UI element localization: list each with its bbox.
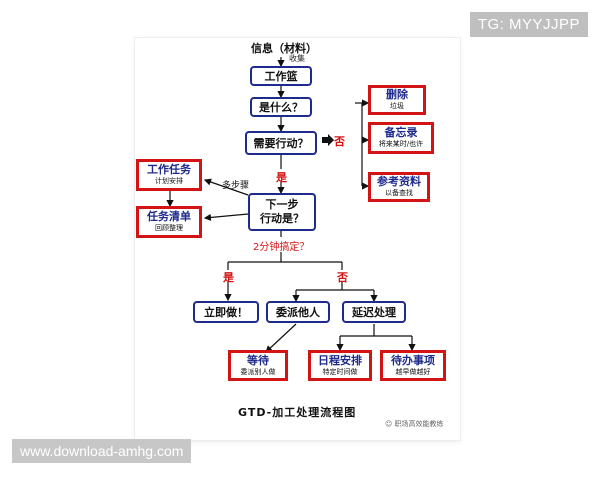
tg-badge: TG: MYYJJPP: [469, 12, 588, 37]
wechat-icon: ☺: [385, 420, 393, 428]
memo-title: 备忘录: [384, 126, 418, 139]
diagram-caption: GTD-加工处理流程图: [238, 406, 357, 419]
action-needed-box: 需要行动？: [245, 131, 317, 155]
no-label: 否: [334, 135, 345, 148]
inbox-box: 工作篮: [250, 66, 312, 86]
project-box: 工作任务 计划安排: [136, 159, 202, 191]
delete-box: 删除 垃圾: [368, 85, 426, 115]
no-arrow-icon: [322, 134, 334, 146]
watermark-text: 职场高效能教练: [394, 420, 444, 428]
waiting-box: 等待 委派别人做: [228, 350, 288, 381]
do-now-label: 立即做！: [204, 306, 248, 319]
do-now-box: 立即做！: [193, 301, 259, 323]
delegate-box: 委派他人: [266, 301, 330, 323]
yes-label: 是: [276, 171, 287, 184]
next-step-line1: 下一步: [265, 198, 299, 211]
inbox-label: 工作篮: [264, 70, 298, 83]
what-box: 是什么？: [250, 97, 312, 117]
next-step-box: 下一步 行动是？: [248, 193, 316, 231]
project-title: 工作任务: [147, 163, 191, 176]
action-needed-label: 需要行动？: [253, 137, 309, 150]
delete-sub: 垃圾: [390, 102, 404, 110]
memo-box: 备忘录 将来某时/也许: [368, 122, 434, 154]
todo-sub: 越早做越好: [395, 367, 431, 376]
reference-title: 参考资料: [377, 175, 421, 188]
todo-title: 待办事项: [391, 353, 435, 367]
defer-box: 延迟处理: [342, 301, 406, 323]
next-step-line2: 行动是？: [260, 212, 304, 225]
multi-step-label: 多步骤: [222, 181, 250, 191]
calendar-sub: 特定时间做: [322, 367, 358, 376]
start-label: 信息（材料）: [251, 42, 317, 55]
reference-sub: 以备查找: [385, 189, 413, 197]
watermark-logo: ☺ 职场高效能教练: [385, 419, 444, 429]
two-min-label: 2分钟搞定？: [253, 242, 310, 253]
task-list-title: 任务清单: [147, 210, 191, 223]
delete-title: 删除: [386, 88, 408, 101]
reference-box: 参考资料 以备查找: [368, 172, 430, 202]
calendar-title: 日程安排: [318, 353, 362, 367]
what-label: 是什么？: [259, 101, 303, 114]
calendar-box: 日程安排 特定时间做: [308, 350, 372, 381]
project-sub: 计划安排: [155, 177, 183, 185]
todo-box: 待办事项 越早做越好: [380, 350, 446, 381]
task-list-sub: 回顾整理: [155, 224, 183, 232]
waiting-title: 等待: [247, 353, 269, 367]
memo-sub: 将来某时/也许: [378, 140, 424, 148]
delegate-label: 委派他人: [276, 306, 320, 319]
download-site-badge[interactable]: www.download-amhg.com: [12, 439, 192, 463]
yes2-label: 是: [223, 271, 234, 284]
start-sub-label: 收集: [289, 54, 305, 63]
task-list-box: 任务清单 回顾整理: [136, 206, 202, 238]
defer-label: 延迟处理: [352, 306, 396, 319]
waiting-sub: 委派别人做: [240, 367, 276, 376]
no2-label: 否: [337, 271, 348, 284]
